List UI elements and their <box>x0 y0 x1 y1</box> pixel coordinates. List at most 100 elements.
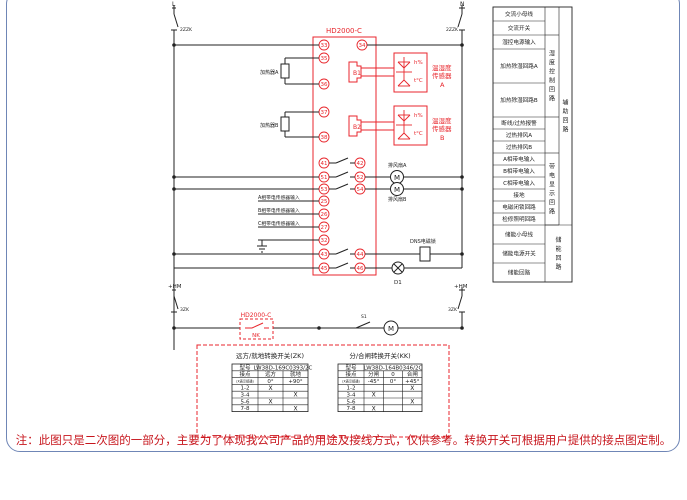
legend-group-live: 路 <box>549 208 555 216</box>
legend-group-live: 电 <box>549 172 555 180</box>
terminal-label: 36 <box>321 82 328 88</box>
legend-group-live: 显 <box>549 182 555 189</box>
legend-group-humidity: 路 <box>549 95 555 103</box>
table-mark: X <box>293 392 297 399</box>
legend-group-aux: 回 <box>562 118 568 125</box>
sensor-b-line2: 传感器 <box>432 124 452 133</box>
sensor-b-temp: t°C <box>414 131 423 137</box>
legend-row-label: A相带电输入 <box>503 155 535 163</box>
legend-group-aux: 路 <box>562 126 568 134</box>
legend-row-label: 交流开关 <box>508 24 531 32</box>
table-mark: X <box>372 392 376 399</box>
legend-group-live: 回 <box>549 200 555 207</box>
terminal-label: 38 <box>321 135 328 141</box>
table-type-label: 型号 <box>239 363 251 371</box>
table-position-header: 远方 <box>265 370 277 378</box>
fan-b-m: M <box>394 186 400 194</box>
nk-box <box>239 318 274 340</box>
legend-group-aux: 辅 <box>562 99 568 107</box>
sensor-a-humidity: h% <box>414 60 423 66</box>
terminal-label: 51 <box>321 175 328 181</box>
table-mark: X <box>410 385 414 392</box>
nk-label: NK <box>252 333 260 339</box>
legend-group-humidity: 制 <box>549 77 555 85</box>
legend-group-storage: 回 <box>555 255 561 262</box>
controller-box <box>312 36 377 276</box>
table-contact-label: 接点 <box>345 370 357 378</box>
storage-motor-icon <box>383 320 399 336</box>
storage-motor-m: M <box>388 325 394 333</box>
table-contact-note: (X表示接通) <box>342 379 359 384</box>
legend-row-label: 过热排风B <box>506 143 532 151</box>
breaker-l-rating: 2ZZK <box>180 27 193 33</box>
legend-row-label: 过热排风A <box>506 131 532 139</box>
fan-b-motor-icon <box>390 182 404 196</box>
heater-b-label: 加热器B <box>260 122 279 129</box>
fan-a-label: 排风扇A <box>388 162 407 169</box>
terminal-label: 33 <box>321 43 328 49</box>
table-mark: X <box>268 399 272 406</box>
legend-row-label: 电磁闭锁回路 <box>502 203 536 211</box>
table-position-header: 分闸 <box>368 370 379 378</box>
sensor-a-line2: 传感器 <box>432 71 452 80</box>
controller-model: HD2000-C <box>326 27 362 35</box>
terminal-label: 34 <box>359 43 366 49</box>
legend-row-label: B相带电输入 <box>503 167 535 175</box>
terminal-label: 26 <box>321 212 328 218</box>
table-contact: 3-4 <box>241 393 250 399</box>
table-type-value: LW38D-164B0346/2C <box>364 365 423 371</box>
table-mark: X <box>410 399 414 406</box>
legend-group-live: 示 <box>549 191 555 198</box>
table-mark: X <box>268 385 272 392</box>
sensor-b-humidity: h% <box>414 113 423 119</box>
terminal-label: 41 <box>321 161 328 167</box>
legend-row-label: C相带电输入 <box>503 179 535 187</box>
table-angle: 0° <box>390 379 396 385</box>
table-contact: 7-8 <box>347 406 356 412</box>
switch-tables-box <box>196 344 450 438</box>
legend-row-label: 交流小母线 <box>505 10 533 18</box>
legend-group-storage: 路 <box>555 263 561 271</box>
table-mark: X <box>293 405 297 412</box>
sensor-b-letter: B <box>440 134 444 142</box>
input-a-label: A相带电传感器输入 <box>258 194 300 201</box>
sensor-a-temp: t°C <box>414 78 423 84</box>
sensor-a-line1: 温湿度 <box>432 63 452 72</box>
legend-row-label: 断线/过热报警 <box>501 119 537 127</box>
table-title: 远方/就地转换开关(ZK) <box>236 351 304 360</box>
table-position-header: 就地 <box>290 370 302 378</box>
table-contact-label: 接点 <box>239 370 251 378</box>
legend-group-humidity: 度 <box>549 59 555 67</box>
terminal-label: 25 <box>321 199 328 205</box>
terminal-label: 37 <box>321 110 328 116</box>
breaker-n-rating: 2ZZK <box>446 27 459 33</box>
table-mark: X <box>372 405 376 412</box>
legend-row-label: 储能电源开关 <box>502 250 536 258</box>
terminal-label: 45 <box>321 266 328 272</box>
terminal-label: 53 <box>321 187 328 193</box>
legend-group-storage: 储 <box>555 236 561 244</box>
table-angle: +90° <box>288 379 303 385</box>
input-c-label: C相带电传感器输入 <box>258 220 300 227</box>
legend-row-label: 加热除湿回路A <box>500 62 538 70</box>
terminal-label: 52 <box>357 175 364 181</box>
terminal-label: 54 <box>357 187 364 193</box>
table-contact: 1-2 <box>347 386 356 392</box>
legend-row-label: 湿控电源输入 <box>502 38 536 46</box>
table-contact: 5-6 <box>347 399 356 405</box>
table-contact: 1-2 <box>241 386 250 392</box>
table-angle: 0° <box>267 379 273 385</box>
hm-right-rating: 3ZK <box>448 307 458 313</box>
heater-b-symbol <box>280 116 290 132</box>
s1-label: S1 <box>361 314 367 320</box>
table-type-label: 型号 <box>345 363 357 371</box>
hm-left-rating: 3ZK <box>180 307 190 313</box>
footnote: 注：此图只是二次图的一部分，主要为了体现我公司产品的用途及接线方式，仅供参考。转… <box>15 433 672 447</box>
terminal-label: 42 <box>357 161 364 167</box>
terminal-label: 43 <box>321 252 328 258</box>
legend-group-aux: 助 <box>562 108 568 116</box>
sensor-b-line1: 温湿度 <box>432 116 452 125</box>
